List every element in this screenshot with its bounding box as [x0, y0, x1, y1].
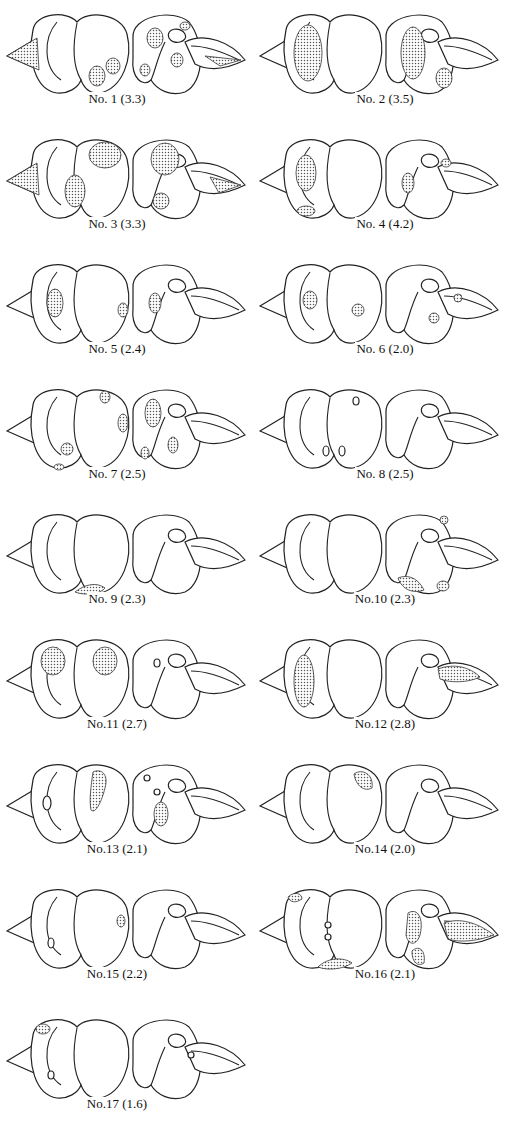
specimen-figure — [260, 640, 498, 719]
specimen-figure — [7, 640, 245, 719]
specimen-figure — [7, 890, 245, 969]
specimen-figure — [260, 140, 498, 219]
specimen-figure — [7, 140, 245, 219]
specimen-figure — [260, 265, 498, 344]
specimen-label: No. 9 (2.3) — [87, 592, 146, 606]
specimen-figure — [260, 390, 498, 469]
specimen-label: No. 7 (2.5) — [87, 467, 146, 481]
specimen-label: No.10 (2.3) — [354, 592, 416, 606]
specimen-label: No. 4 (4.2) — [355, 217, 414, 231]
specimen-label: No. 5 (2.4) — [87, 342, 146, 356]
specimen-figure — [7, 765, 245, 844]
specimen-figure — [7, 1020, 245, 1099]
specimen-label: No. 8 (2.5) — [355, 467, 414, 481]
specimen-figure — [7, 15, 245, 94]
specimen-figure — [133, 15, 245, 94]
specimen-label: No. 1 (3.3) — [87, 92, 146, 106]
specimen-label: No.14 (2.0) — [354, 842, 416, 856]
specimen-label: No.16 (2.1) — [354, 967, 416, 981]
specimen-figure — [7, 265, 245, 344]
specimen-figure — [260, 890, 498, 969]
specimen-label: No.13 (2.1) — [86, 842, 148, 856]
specimen-figure — [260, 515, 498, 594]
specimen-label: No. 3 (3.3) — [87, 217, 146, 231]
specimen-figure — [260, 765, 498, 844]
specimen-label: No.15 (2.2) — [86, 967, 148, 981]
specimen-label: No. 6 (2.0) — [355, 342, 414, 356]
specimen-figure — [260, 15, 498, 94]
specimen-figure — [7, 390, 245, 470]
specimen-label: No.12 (2.8) — [354, 717, 416, 731]
specimen-label: No. 2 (3.5) — [355, 92, 414, 106]
specimen-label: No.17 (1.6) — [86, 1097, 148, 1111]
specimen-figure — [7, 515, 245, 594]
specimen-label: No.11 (2.7) — [86, 717, 148, 731]
